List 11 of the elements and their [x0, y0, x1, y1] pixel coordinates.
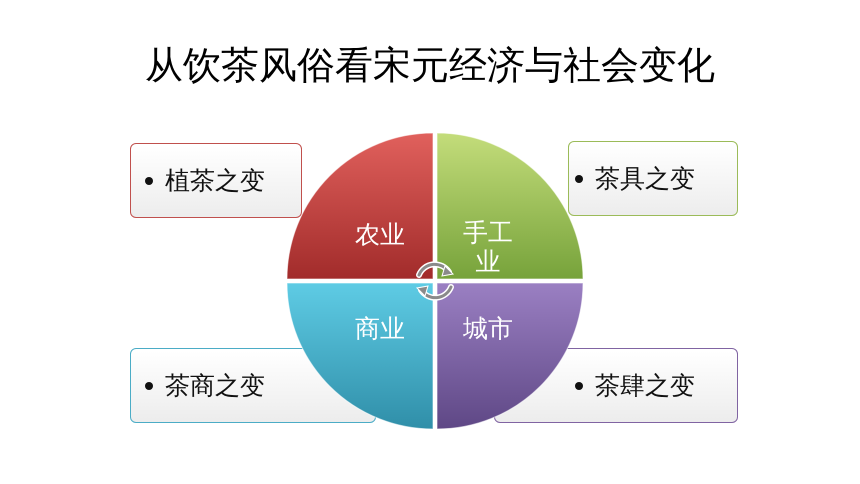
- callout-text: 茶商之变: [165, 370, 265, 402]
- callout-text: 茶肆之变: [595, 370, 695, 402]
- callout-box: [568, 141, 738, 216]
- quadrant-label: 农业: [354, 220, 406, 249]
- quadrant-label: 城市: [462, 314, 514, 343]
- title: 从饮茶风俗看宋元经济与社会变化: [144, 42, 716, 89]
- callout-text: 茶具之变: [595, 163, 695, 195]
- quadrant-label: 商业: [354, 314, 406, 343]
- callout-box: [130, 143, 302, 218]
- callout-text: 植茶之变: [165, 165, 265, 197]
- quadrant-label: 手工业: [462, 218, 514, 276]
